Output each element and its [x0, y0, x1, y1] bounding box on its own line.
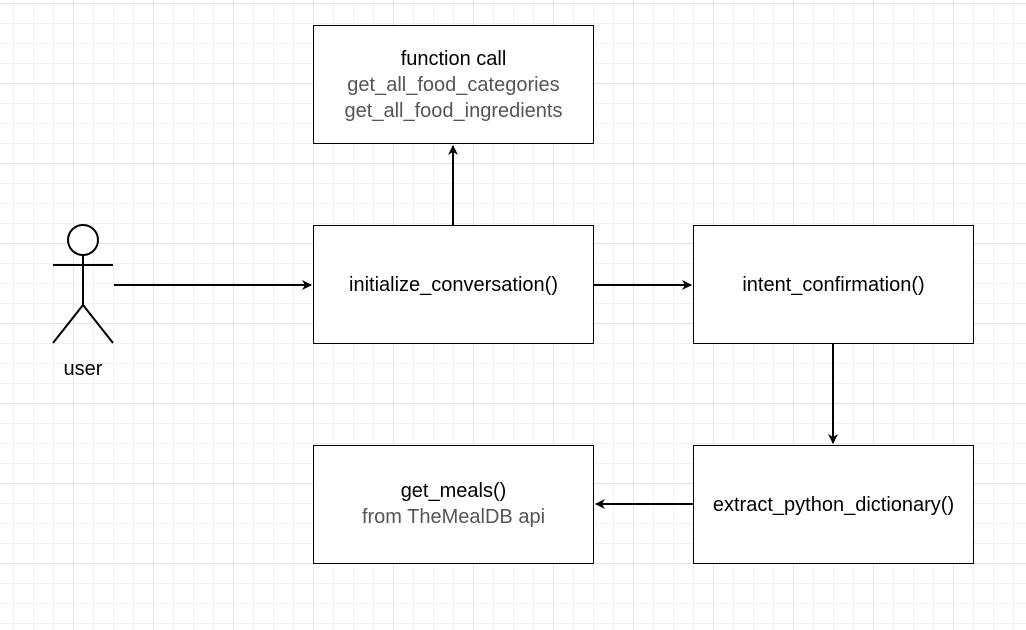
initialize-conversation-node[interactable]: initialize_conversation() [313, 225, 594, 344]
get-meals-subtitle: from TheMealDB api [361, 505, 546, 528]
function-call-line-categories: get_all_food_categories [347, 73, 560, 96]
user-label: user [63, 358, 103, 380]
extract-python-dictionary-node[interactable]: extract_python_dictionary() [693, 445, 974, 564]
user-actor-icon[interactable] [52, 224, 114, 344]
intent-confirmation-title: intent_confirmation() [742, 273, 925, 296]
extract-python-dictionary-title: extract_python_dictionary() [712, 493, 955, 516]
actor-head [67, 224, 99, 256]
function-call-line-ingredients: get_all_food_ingredients [344, 99, 563, 122]
function-call-title: function call [400, 47, 507, 70]
function-call-node[interactable]: function call get_all_food_categories ge… [313, 25, 594, 144]
actor-right-leg [82, 304, 114, 344]
initialize-conversation-title: initialize_conversation() [349, 273, 558, 296]
actor-left-leg [52, 304, 84, 344]
intent-confirmation-node[interactable]: intent_confirmation() [693, 225, 974, 344]
get-meals-node[interactable]: get_meals() from TheMealDB api [313, 445, 594, 564]
get-meals-title: get_meals() [400, 479, 507, 502]
